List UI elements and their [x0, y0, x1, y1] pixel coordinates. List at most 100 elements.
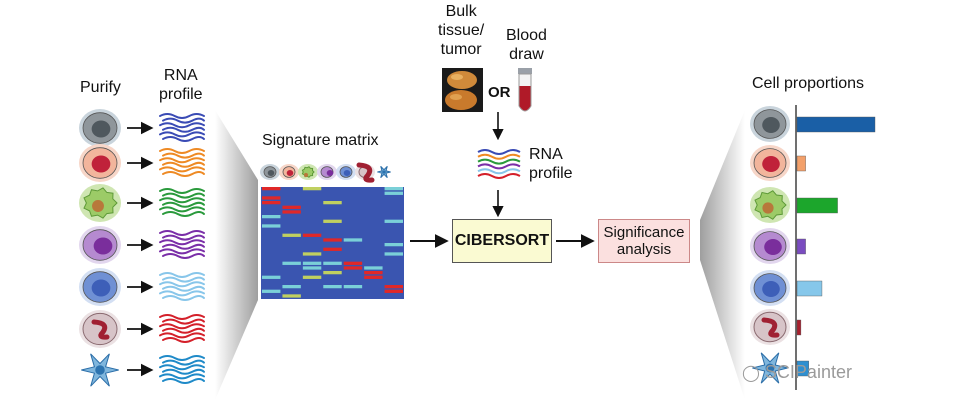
matrix-cell — [343, 266, 363, 270]
lymphocyte-cell-icon — [79, 268, 121, 306]
significance-analysis-box: Significance analysis — [598, 219, 690, 263]
matrix-cell — [323, 261, 342, 265]
significance-line1: Significance — [603, 224, 685, 241]
erythroid-cell-icon — [279, 164, 299, 180]
purify-label: Purify — [80, 79, 121, 96]
rna-profile-left-line1: RNA — [163, 67, 198, 84]
rna-profile-neutrophil-icon — [159, 314, 205, 343]
watermark: ◯ SCIPainter — [742, 362, 852, 383]
matrix-cell — [384, 191, 403, 195]
macrophage-cell-icon — [298, 164, 318, 180]
cibersort-box: CIBERSORT — [452, 219, 552, 263]
proportion-bar-lymphocyte — [796, 280, 823, 297]
plasma-cell-icon — [317, 164, 337, 180]
matrix-cell — [384, 219, 403, 223]
matrix-cell — [282, 285, 301, 289]
proportion-bar-plasma — [796, 238, 806, 255]
macrophage-cell-icon — [750, 187, 790, 223]
rna-profile-mid-line2: profile — [529, 165, 573, 182]
plasma-cell-icon — [750, 228, 790, 264]
blood-draw-label: Blood draw — [506, 26, 547, 64]
bulk-line2: tissue/ — [438, 22, 485, 39]
proportion-bar-macrophage — [796, 197, 838, 214]
matrix-cell — [323, 219, 342, 223]
matrix-cell — [323, 247, 342, 251]
matrix-cell — [282, 210, 301, 214]
matrix-cell — [302, 187, 322, 191]
neutrophil-cell-icon — [79, 310, 121, 348]
lymphocyte-cell-icon — [750, 270, 790, 306]
matrix-cell — [262, 201, 281, 205]
matrix-cell — [343, 261, 363, 265]
matrix-cell — [323, 285, 342, 289]
neutrophil-cell-icon — [355, 162, 375, 183]
matrix-cell — [323, 271, 342, 275]
matrix-cell — [364, 271, 383, 275]
matrix-cell — [262, 215, 281, 219]
matrix-cell — [384, 285, 403, 289]
bulk-line1: Bulk — [445, 3, 477, 20]
matrix-cell — [323, 238, 342, 242]
matrix-cell — [384, 187, 403, 191]
macrophage-cell-icon — [79, 184, 121, 222]
matrix-cell — [262, 196, 281, 200]
blood-line1: Blood — [506, 27, 547, 44]
rna-profile-macrophage-icon — [159, 188, 205, 217]
monocyte-cell-icon — [260, 164, 280, 180]
matrix-cell — [282, 233, 301, 237]
matrix-cell — [282, 205, 301, 209]
proportion-bar-dendritic — [796, 360, 809, 377]
significance-line2: analysis — [616, 241, 672, 258]
matrix-cell — [282, 261, 301, 265]
matrix-cell — [302, 252, 322, 256]
proportion-bar-neutrophil — [796, 319, 802, 336]
right-funnel — [700, 110, 745, 400]
matrix-cell — [262, 275, 281, 279]
or-label: OR — [488, 84, 511, 101]
matrix-cell — [302, 233, 322, 237]
monocyte-cell-icon — [79, 109, 121, 147]
matrix-cell — [384, 243, 403, 247]
matrix-cell — [262, 224, 281, 228]
erythroid-cell-icon — [79, 144, 121, 182]
lymphocyte-cell-icon — [336, 164, 356, 180]
matrix-cell — [343, 238, 363, 242]
matrix-cell — [302, 261, 322, 265]
monocyte-cell-icon — [750, 106, 790, 142]
matrix-cell — [262, 289, 281, 293]
left-funnel — [215, 110, 258, 400]
proportion-bar-monocyte — [796, 116, 876, 133]
rna-profile-mid-line1: RNA — [529, 146, 563, 163]
plasma-cell-icon — [79, 226, 121, 264]
rna-profile-dendritic-icon — [159, 355, 205, 384]
watermark-text: SCIPainter — [764, 362, 852, 382]
dendritic-cell-icon — [377, 165, 391, 179]
cibersort-label: CIBERSORT — [454, 232, 550, 249]
matrix-cell — [282, 294, 301, 298]
blood-line2: draw — [509, 46, 544, 63]
matrix-cell — [343, 285, 363, 289]
matrix-cell — [384, 289, 403, 293]
rna-profile-mid-icon — [477, 149, 521, 179]
matrix-cell — [384, 252, 403, 256]
matrix-cell — [364, 275, 383, 279]
dendritic-cell-icon — [81, 353, 119, 387]
matrix-cell — [364, 266, 383, 270]
rna-profile-left-line2: profile — [159, 86, 203, 103]
rna-profile-lymphocyte-icon — [159, 272, 205, 301]
signature-matrix-label: Signature matrix — [262, 132, 379, 149]
matrix-cell — [302, 275, 322, 279]
matrix-cell — [323, 201, 342, 205]
rna-profile-plasma-icon — [159, 230, 205, 259]
matrix-cell — [262, 187, 281, 191]
bulk-line3: tumor — [440, 41, 482, 58]
wechat-icon: ◯ — [742, 365, 760, 382]
rna-profile-mid-label: RNA profile — [529, 145, 573, 183]
matrix-cell — [302, 266, 322, 270]
dendritic-cell-icon — [752, 352, 788, 384]
blood-tube-icon — [518, 68, 532, 112]
proportion-bar-erythroid — [796, 155, 806, 172]
rna-profile-monocyte-icon — [159, 113, 205, 142]
erythroid-cell-icon — [750, 145, 790, 181]
